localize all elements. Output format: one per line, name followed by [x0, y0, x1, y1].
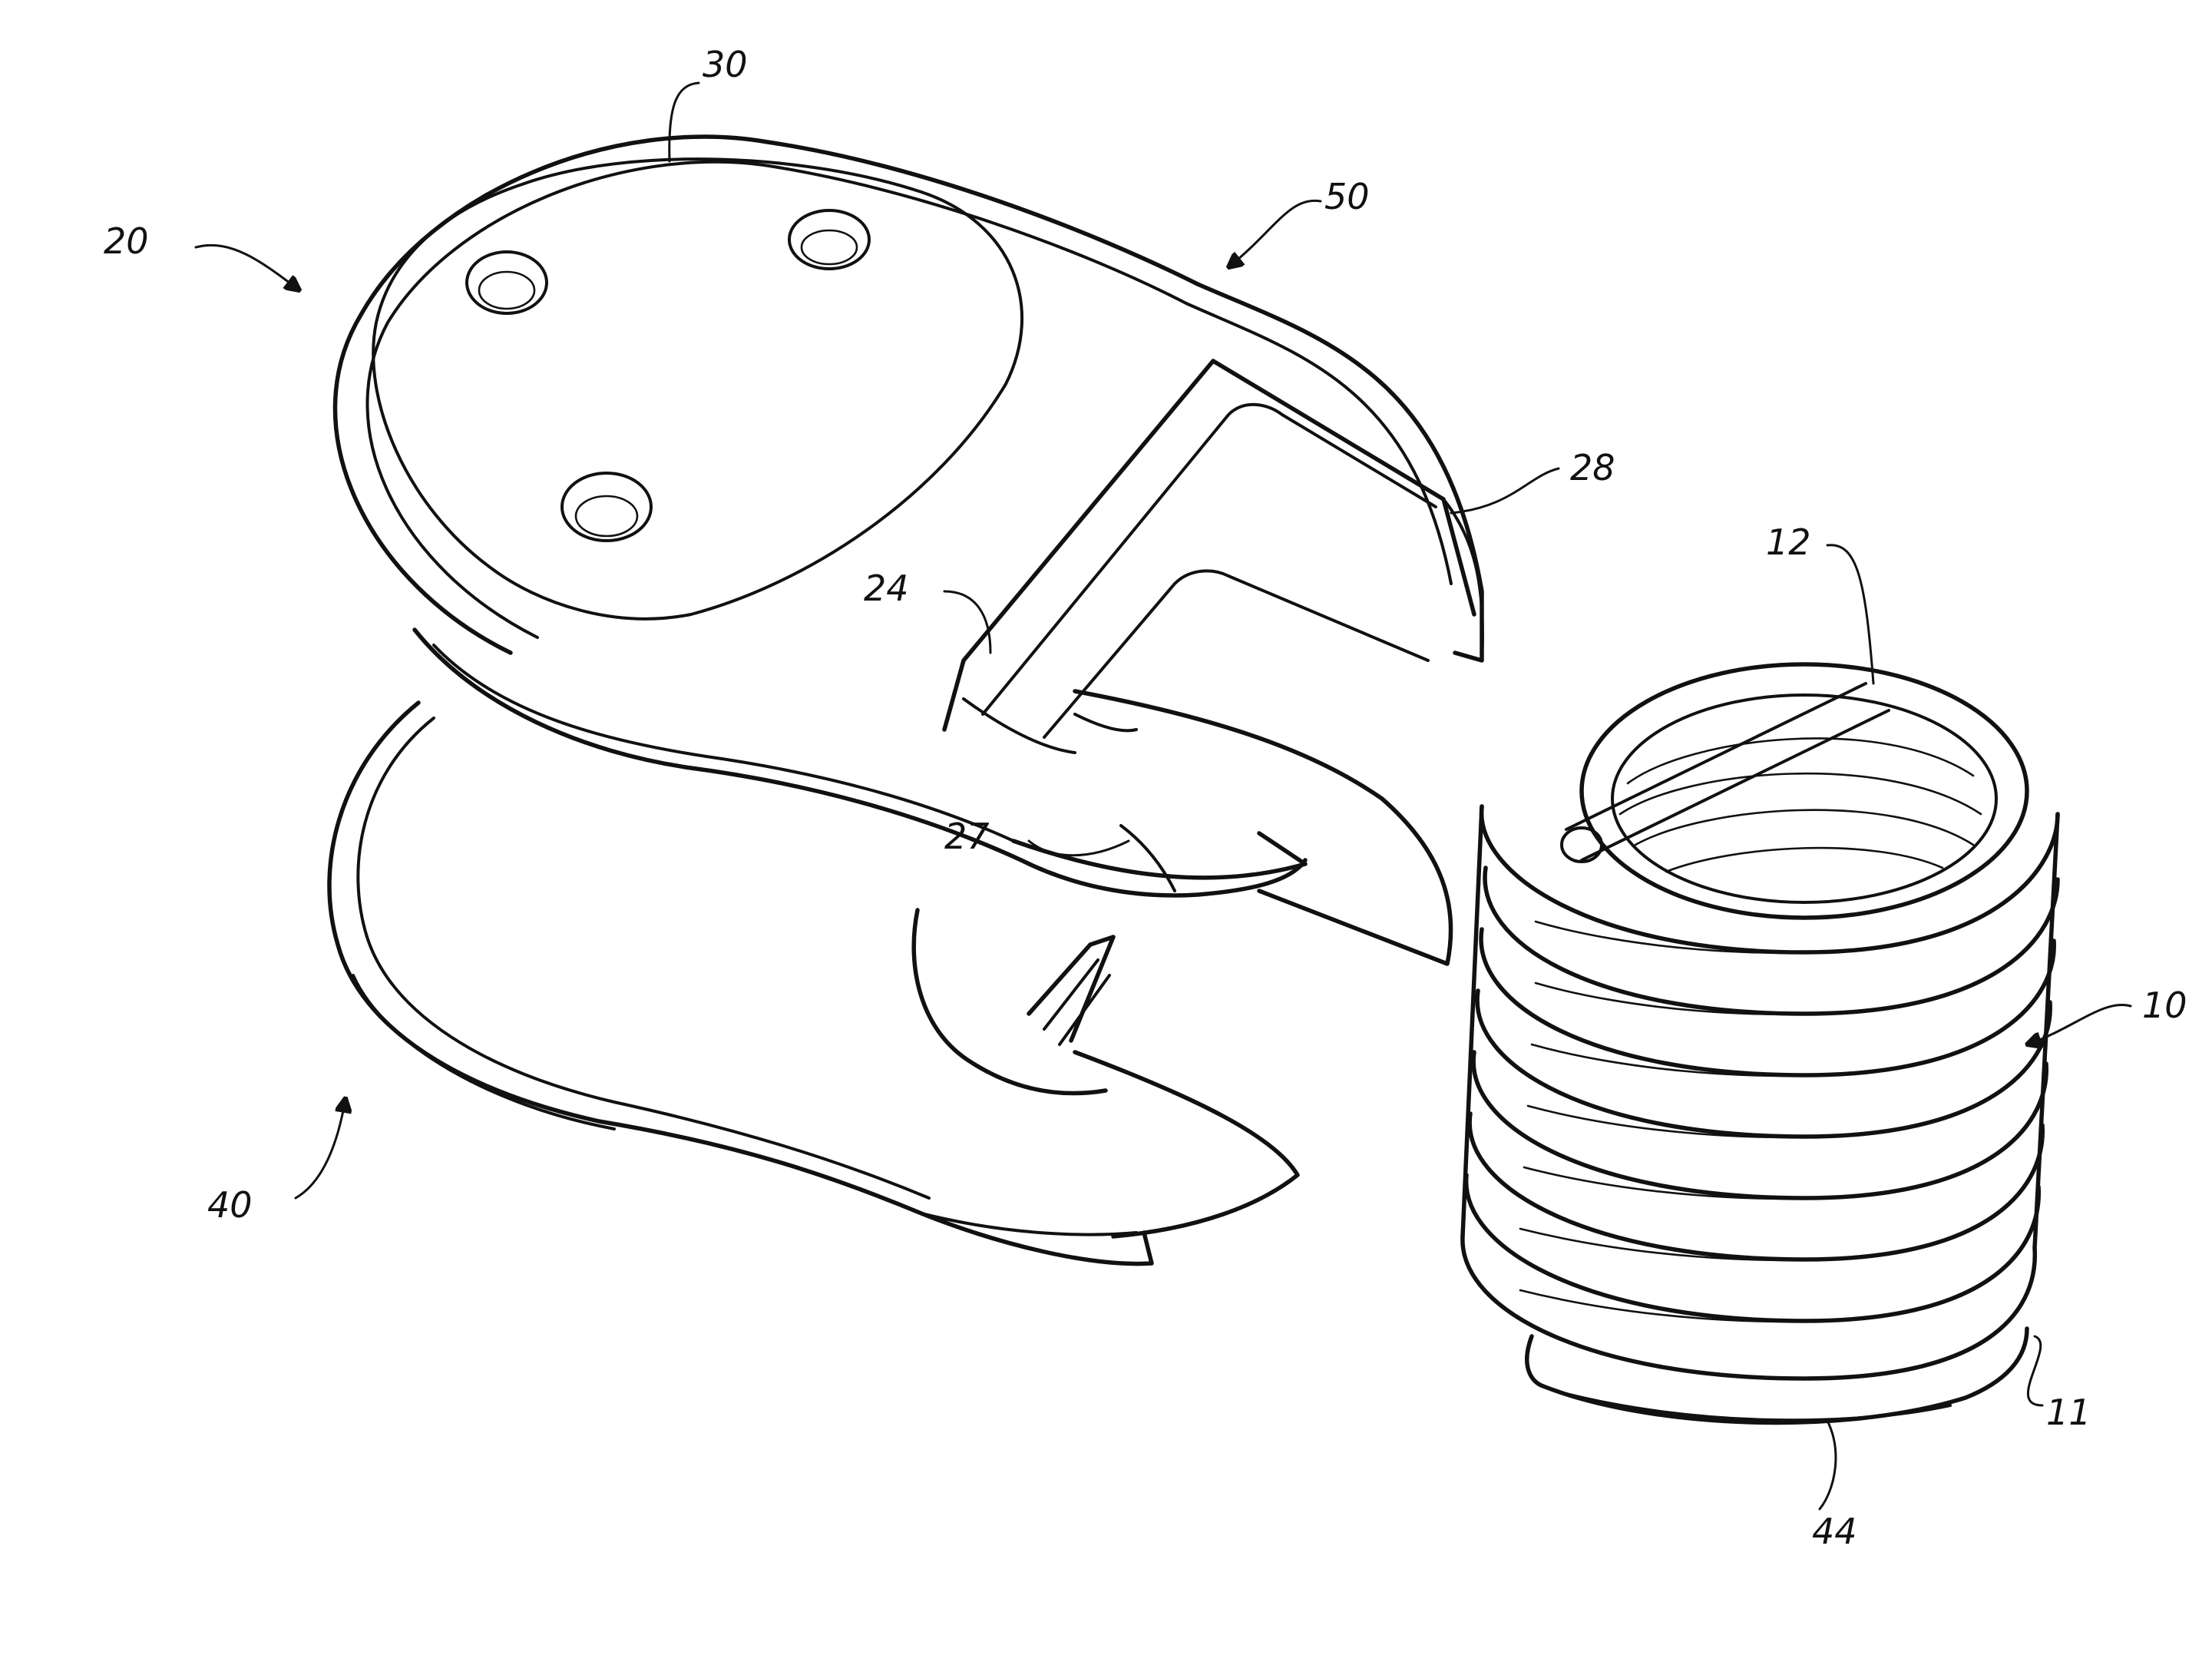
label-24: 24: [864, 568, 909, 609]
upper-tool-plate: [335, 137, 1482, 964]
label-44: 44: [1812, 1511, 1857, 1552]
lower-tool-plate: [329, 703, 1298, 1264]
leader-lines: [196, 83, 2131, 1509]
reference-numerals: 30 20 50 28 12 24 27 10 40 11 44: [104, 44, 2187, 1552]
label-30: 30: [703, 44, 748, 85]
label-28: 28: [1570, 447, 1615, 488]
label-27: 27: [944, 816, 990, 857]
label-50: 50: [1324, 176, 1370, 217]
label-10: 10: [2142, 985, 2187, 1026]
label-12: 12: [1766, 521, 1811, 563]
helical-coil-insert: [1463, 664, 2058, 1422]
hole-top-right: [789, 210, 869, 269]
hole-top-left: [467, 252, 547, 313]
label-20: 20: [104, 220, 149, 262]
label-40: 40: [207, 1184, 253, 1226]
label-11: 11: [2046, 1392, 2091, 1433]
hole-bottom: [562, 473, 651, 541]
